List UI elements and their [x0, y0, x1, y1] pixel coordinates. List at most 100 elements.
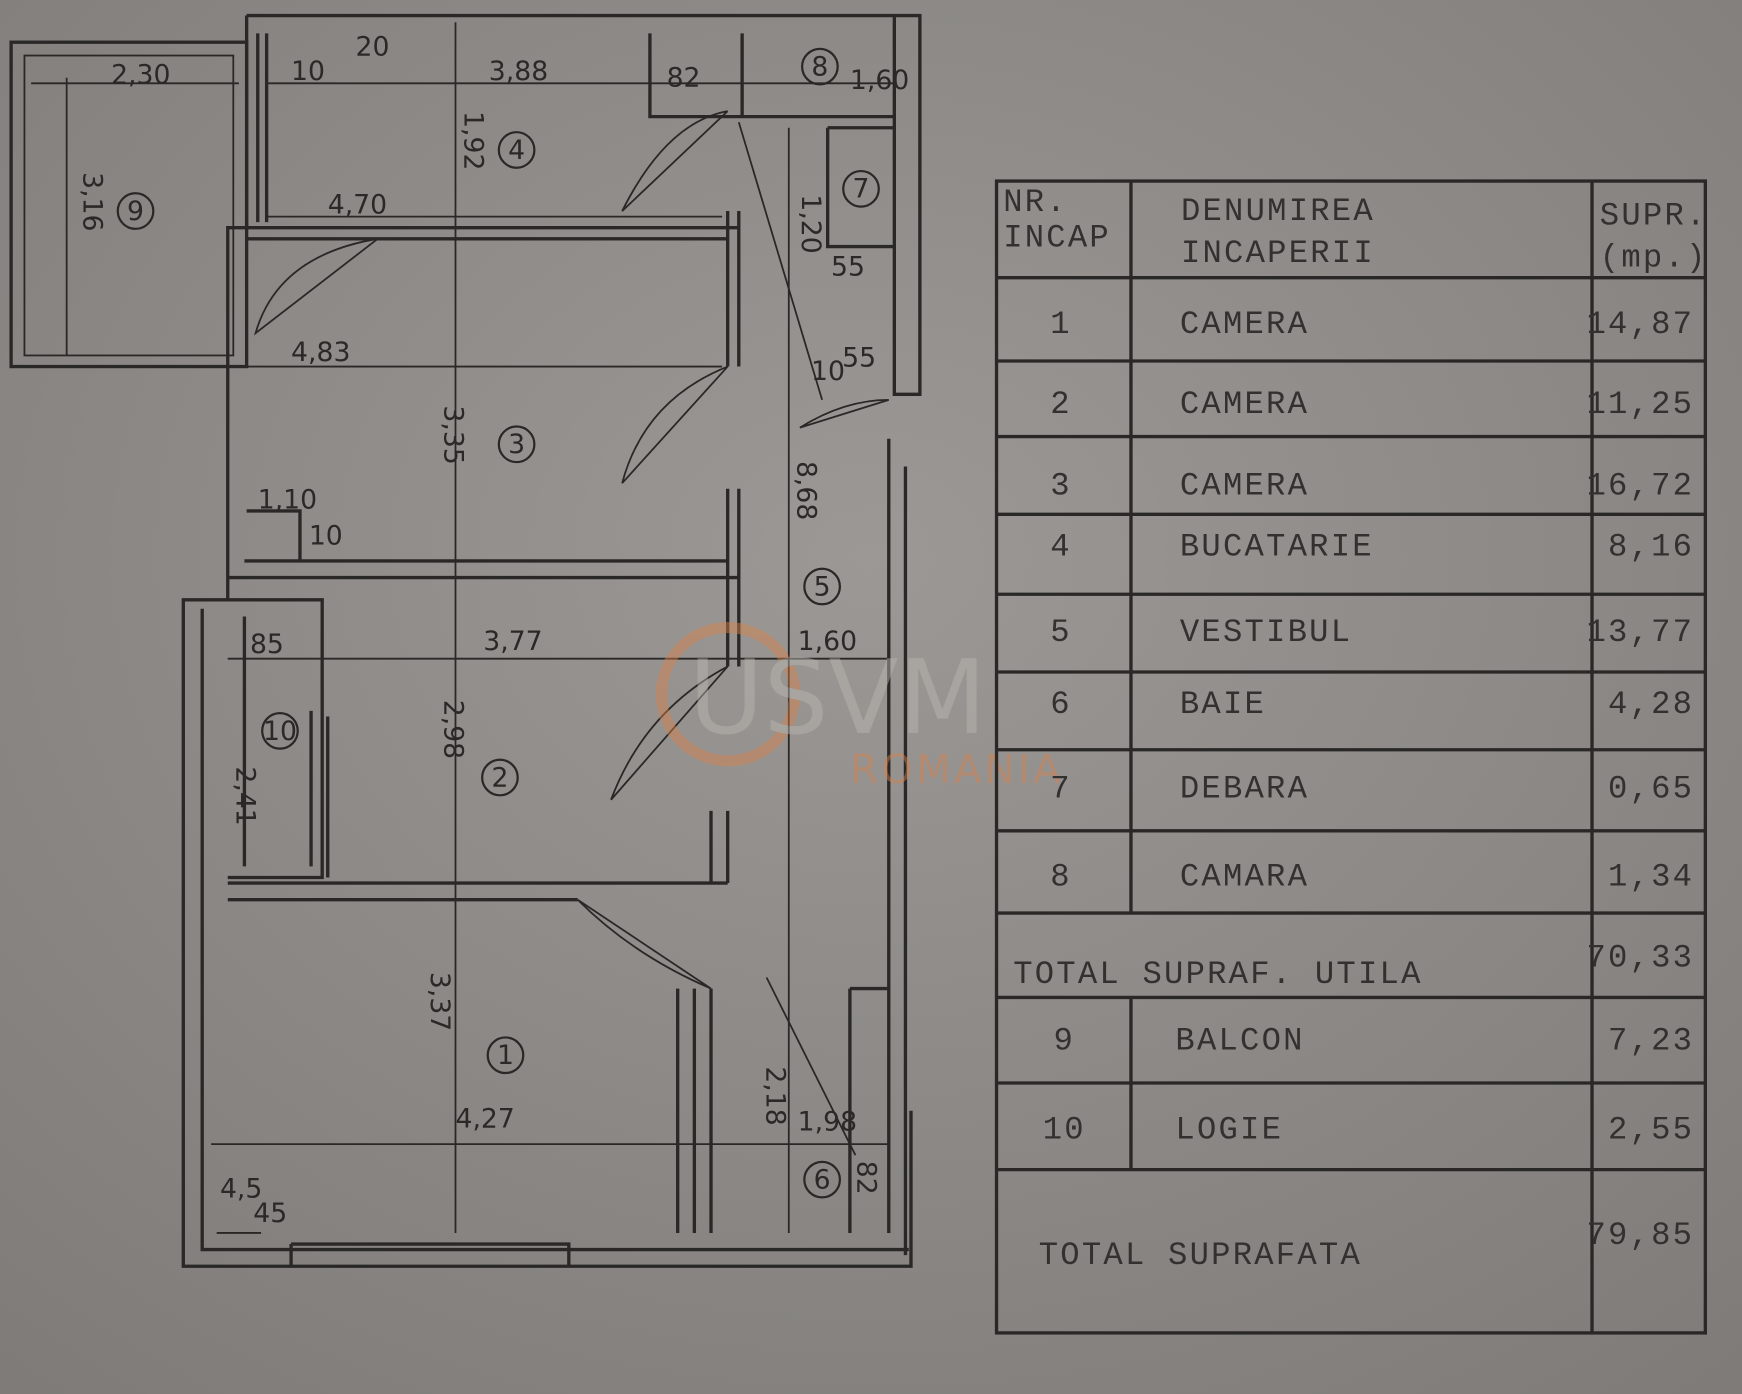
- total-label: TOTAL SUPRAFATA: [1039, 1237, 1362, 1274]
- table-row: 7 DEBARA 0,65: [1050, 771, 1694, 808]
- dimension-label: 3,88: [489, 56, 548, 87]
- room-number: 3: [508, 429, 525, 460]
- total-useful-label: TOTAL SUPRAF. UTILA: [1013, 956, 1422, 993]
- room-number: 10: [263, 716, 297, 747]
- dimension-label: 3,37: [424, 972, 455, 1031]
- room-name: BALCON: [1175, 1023, 1304, 1060]
- room-area: 0,65: [1608, 771, 1694, 808]
- dimension-label: 45: [253, 1198, 287, 1229]
- dimension-label: 2,30: [111, 59, 170, 90]
- dimension-label: 82: [667, 63, 701, 94]
- dimension-label: 10: [309, 520, 343, 551]
- watermark-ring-icon: [655, 622, 800, 767]
- room-area: 2,55: [1608, 1112, 1694, 1149]
- room-marker-6: 6: [803, 1160, 842, 1199]
- room-number: 4: [508, 135, 525, 166]
- room-marker-7: 7: [842, 169, 880, 208]
- room-name: BUCATARIE: [1180, 528, 1374, 565]
- room-number: 5: [814, 571, 831, 602]
- room-number: 8: [811, 52, 828, 83]
- dimension-label: 3,35: [437, 405, 468, 464]
- room-number: 6: [814, 1165, 831, 1196]
- dimension-label: 85: [250, 629, 284, 660]
- floor-plan-drawing: [9, 13, 922, 1268]
- room-name: BAIE: [1180, 686, 1266, 723]
- room-number: 9: [127, 196, 144, 227]
- room-nr: 8: [1050, 858, 1072, 895]
- room-area-table: NR. INCAP DENUMIREA INCAPERII SUPR. (mp.…: [994, 179, 1708, 1335]
- room-marker-10: 10: [261, 711, 299, 750]
- dimension-label: 1,60: [850, 65, 909, 96]
- watermark-logo-text: USVM: [689, 639, 987, 758]
- room-name: VESTIBUL: [1180, 614, 1352, 651]
- total-useful-area: 70,33: [1586, 939, 1694, 976]
- room-area: 8,16: [1608, 528, 1694, 565]
- room-area: 16,72: [1586, 467, 1694, 504]
- room-circle-icon: [803, 1160, 842, 1199]
- room-nr: 7: [1050, 771, 1072, 808]
- room-name: CAMERA: [1180, 467, 1309, 504]
- dimension-label: 4,70: [328, 189, 387, 220]
- dimension-label: 20: [356, 32, 390, 63]
- table-row: 3 CAMERA 16,72: [1050, 467, 1694, 504]
- room-name: CAMARA: [1180, 858, 1309, 895]
- dimension-label: 10: [291, 56, 325, 87]
- dimension-label: 8,68: [791, 461, 822, 520]
- table-row: 10 LOGIE 2,55: [1043, 1112, 1694, 1149]
- dimension-label: 82: [851, 1161, 882, 1195]
- room-nr: 4: [1050, 528, 1072, 565]
- room-circle-icon: [497, 425, 536, 464]
- watermark-logo: USVM ROMANIA: [655, 622, 1064, 793]
- room-area: 11,25: [1586, 386, 1694, 423]
- dimension-label: 1,92: [457, 111, 488, 170]
- dimension-label: 10: [811, 356, 845, 387]
- room-circle-icon: [486, 1036, 525, 1075]
- room-nr: 2: [1050, 386, 1072, 423]
- room-circle-icon: [497, 131, 536, 169]
- dimension-label: 3,77: [483, 626, 542, 657]
- dimension-label: 2,18: [760, 1066, 791, 1125]
- dimension-label: 1,10: [258, 485, 317, 516]
- room-name: LOGIE: [1175, 1112, 1283, 1149]
- table-border: [994, 179, 1708, 1335]
- room-circle-icon: [801, 47, 839, 86]
- room-name: CAMERA: [1180, 306, 1309, 343]
- room-circle-icon: [481, 758, 519, 797]
- room-number: 2: [491, 762, 508, 793]
- room-nr: 10: [1043, 1112, 1086, 1149]
- table-row: 2 CAMERA 11,25: [1050, 386, 1694, 423]
- header-nr-line2: INCAP: [1003, 220, 1111, 257]
- header-name-line2: INCAPERII: [1181, 235, 1375, 272]
- room-circle-icon: [261, 711, 299, 750]
- room-area: 13,77: [1586, 614, 1694, 651]
- room-marker-2: 2: [481, 758, 519, 797]
- table-row: 4 BUCATARIE 8,16: [1050, 528, 1694, 565]
- dimension-label: 4,83: [291, 337, 350, 368]
- room-nr: 5: [1050, 614, 1072, 651]
- room-nr: 3: [1050, 467, 1072, 504]
- room-number: 7: [853, 174, 870, 205]
- dimension-label: 55: [842, 343, 876, 374]
- room-name: DEBARA: [1180, 771, 1309, 808]
- room-circle-icon: [116, 192, 155, 230]
- room-number: 1: [497, 1040, 514, 1071]
- dimension-label: 1,60: [798, 626, 857, 657]
- room-area: 1,34: [1608, 858, 1694, 895]
- header-area-line2: (mp.): [1600, 240, 1708, 277]
- room-circle-icon: [803, 567, 842, 606]
- table-row: 5 VESTIBUL 13,77: [1050, 614, 1694, 651]
- dimension-label: 1,98: [798, 1107, 857, 1138]
- room-name: CAMERA: [1180, 386, 1309, 423]
- room-marker-8: 8: [801, 47, 839, 86]
- room-area: 14,87: [1586, 306, 1694, 343]
- room-marker-9: 9: [116, 192, 155, 230]
- dimension-label: 4,5: [220, 1173, 262, 1204]
- header-nr-line1: NR.: [1003, 184, 1068, 221]
- watermark-subtitle: ROMANIA: [850, 747, 1064, 793]
- dimension-label: 3,16: [76, 172, 107, 231]
- dimension-label: 1,20: [795, 194, 826, 253]
